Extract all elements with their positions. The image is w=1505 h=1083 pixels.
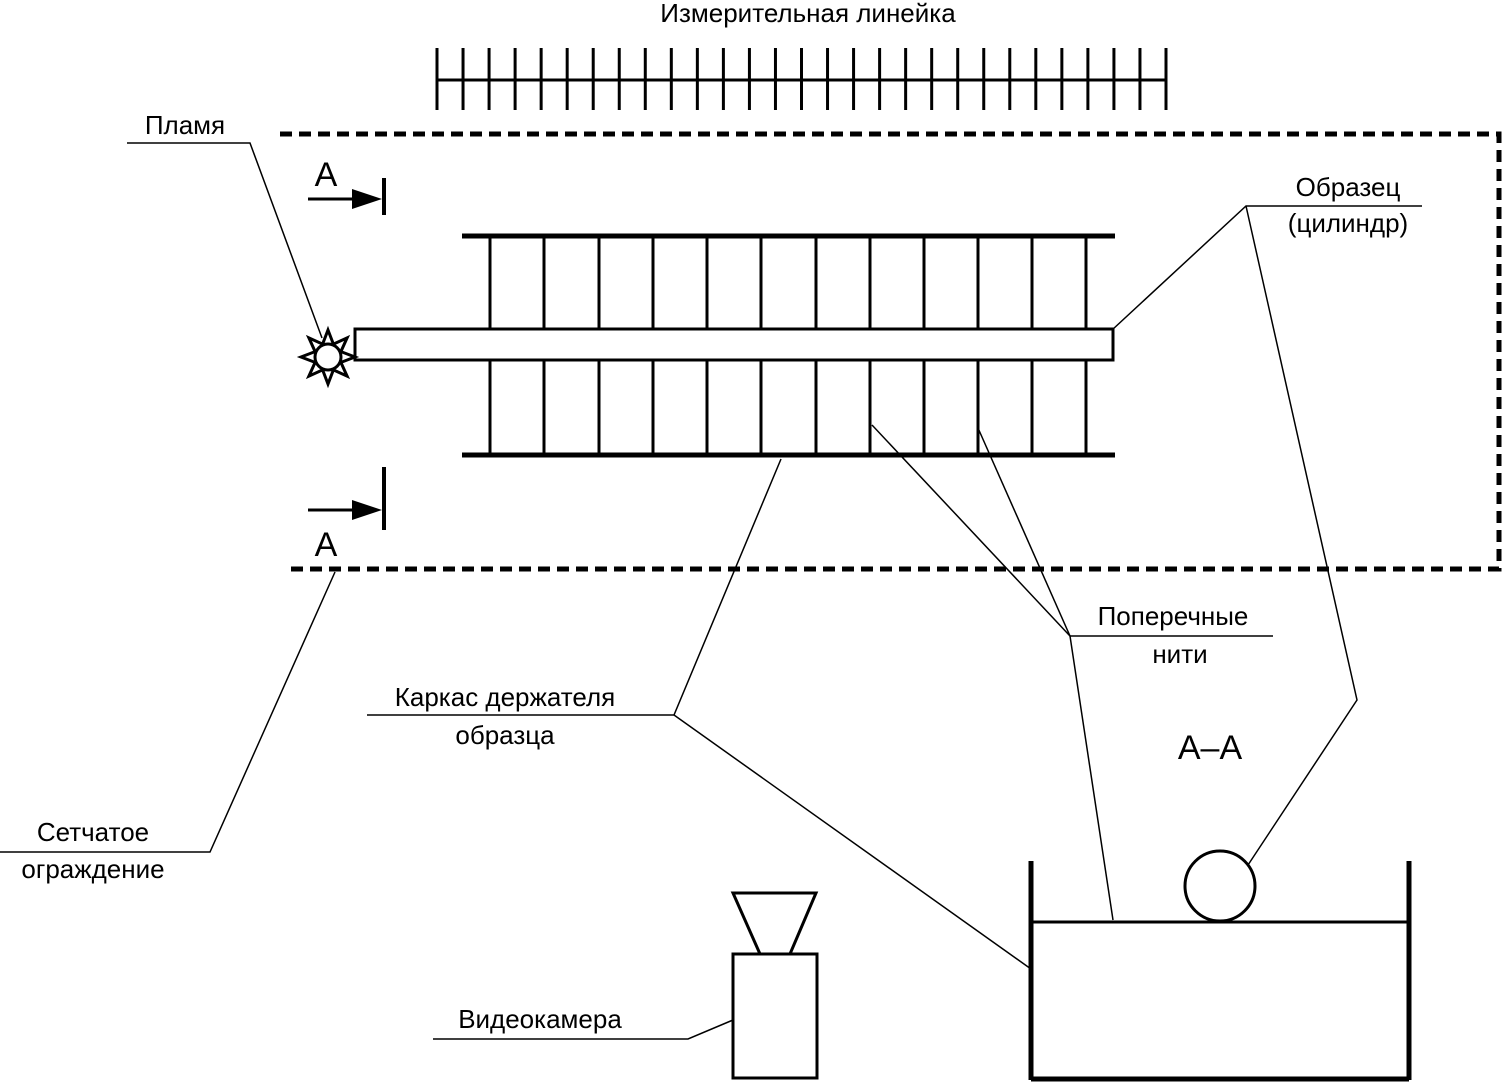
camera-label: Видеокамера	[458, 1004, 622, 1034]
ruler-ticks	[435, 48, 1168, 110]
mesh-enclosure	[280, 131, 1502, 572]
leader-flame	[127, 142, 323, 339]
sample-cylinder	[353, 327, 1115, 362]
leader-threads-b	[977, 427, 1071, 637]
frame-label-line1: Каркас держателя	[395, 682, 616, 712]
cross-threads-label-line2: нити	[1152, 639, 1207, 669]
sample-label-line2: (цилиндр)	[1288, 208, 1408, 238]
ruler-label: Измерительная линейка	[660, 0, 956, 28]
cross-threads	[488, 238, 1088, 453]
leader-lines	[0, 142, 1422, 1040]
sample-holder-frame	[462, 233, 1115, 458]
sample-cross-section	[1183, 849, 1257, 923]
sample-label-line1: Образец	[1296, 172, 1401, 202]
section-marker-bottom	[308, 467, 386, 530]
leader-mesh	[0, 571, 336, 853]
section-label-bottom: А	[315, 526, 338, 564]
mesh-label-line2: ограждение	[21, 854, 164, 884]
measuring-ruler	[435, 48, 1168, 110]
section-view-label: А–А	[1178, 729, 1243, 767]
flame-label: Пламя	[145, 110, 225, 140]
frame-label-line2: образца	[455, 720, 555, 750]
mesh-label-line1: Сетчатое	[37, 817, 149, 847]
cross-threads-lower	[488, 360, 1088, 453]
leader-threads-a	[871, 424, 1071, 637]
video-camera-icon	[730, 891, 819, 1080]
leader-threads-c	[1069, 635, 1114, 921]
leader-sample-section	[1245, 205, 1358, 866]
leader-frame	[367, 458, 782, 716]
leader-frame-section	[673, 714, 1032, 970]
cross-threads-label-line1: Поперечные	[1098, 601, 1249, 631]
section-label-top: А	[315, 156, 338, 194]
leader-camera	[433, 1019, 734, 1040]
section-view	[1028, 849, 1412, 1082]
flame-icon	[296, 325, 360, 389]
cross-threads-upper	[488, 238, 1088, 329]
section-marker-top	[308, 178, 386, 215]
